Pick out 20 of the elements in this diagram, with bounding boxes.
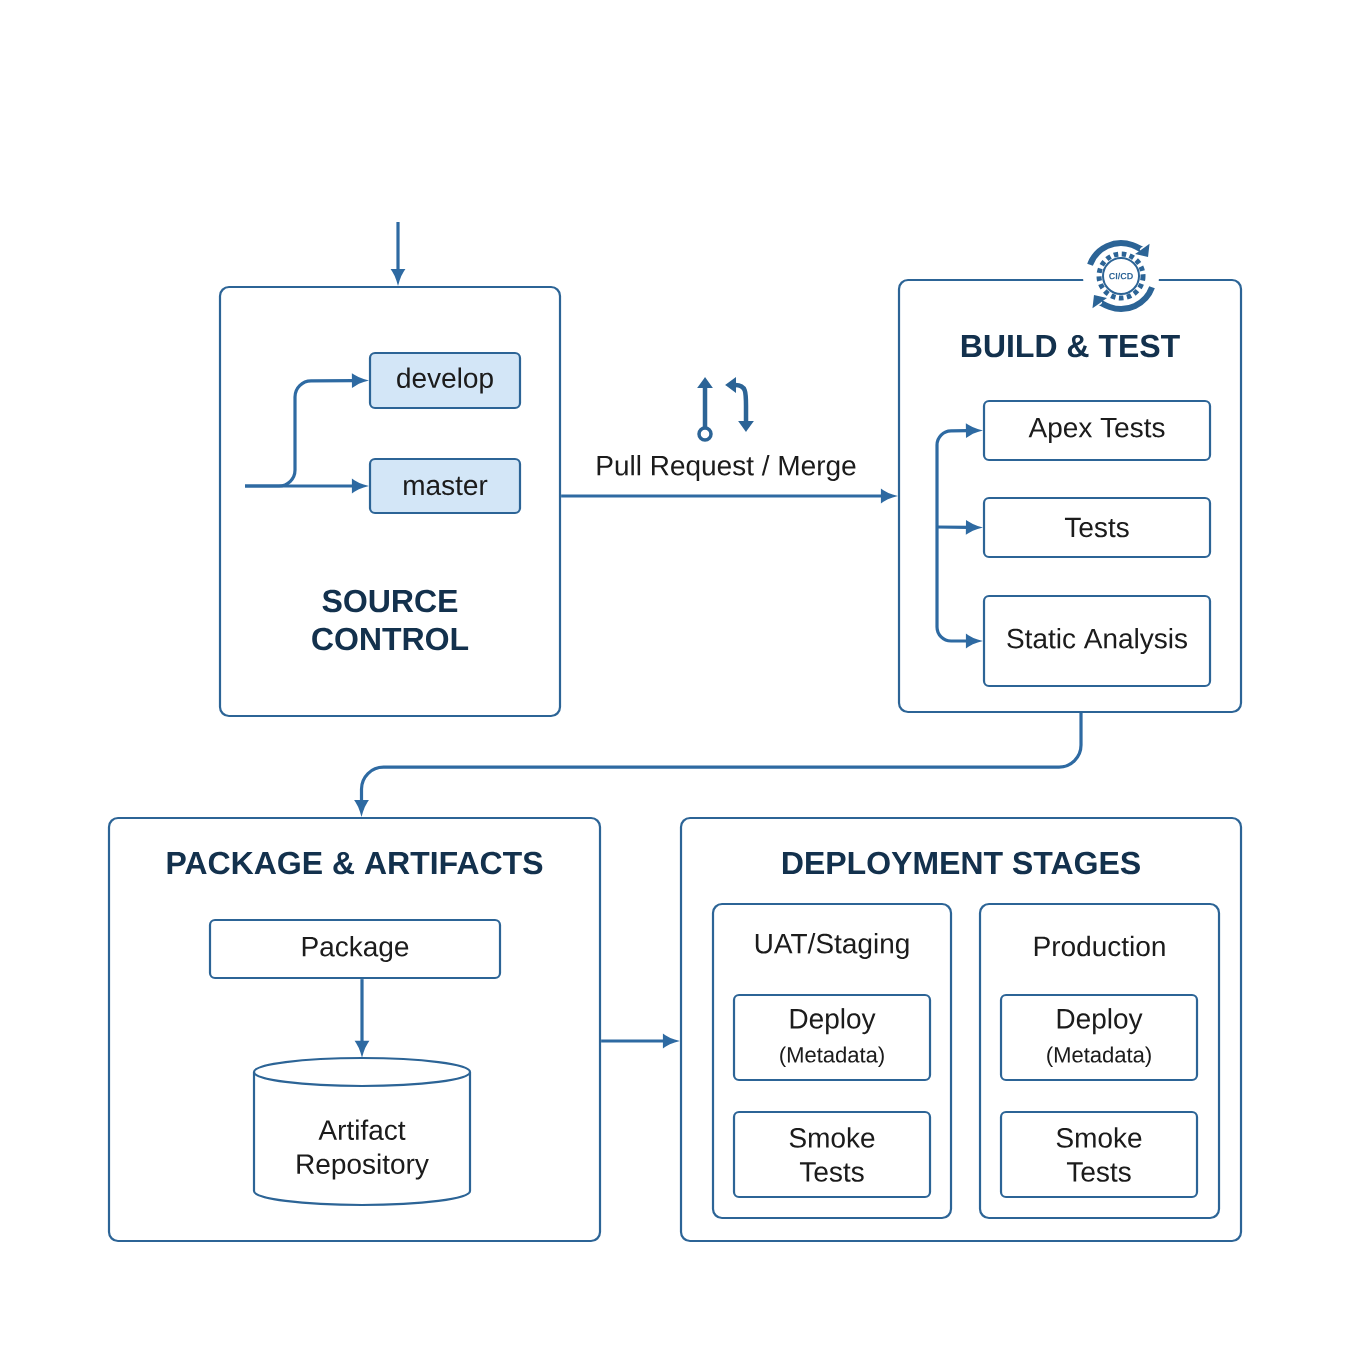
process-box: Static Analysis (982, 594, 1212, 688)
icon-text: CI/CD (1109, 272, 1133, 280)
stage-heading: Production (1034, 935, 1165, 957)
edge-label: Pull Request / Merge (593, 452, 859, 484)
section-heading: PACKAGE & ARTIFACTS (167, 851, 543, 875)
section-heading: SOURCE CONTROL (312, 589, 469, 651)
database-cylinder: Artifact Repository (252, 1056, 472, 1207)
branch-box: master (368, 457, 522, 515)
arrow (355, 979, 369, 1054)
section-heading: DEPLOYMENT STAGES (783, 851, 1140, 875)
process-box: Deploy (Metadata) (732, 993, 932, 1082)
process-box: Deploy (Metadata) (999, 993, 1199, 1082)
process-box: Apex Tests (982, 399, 1212, 462)
stage-heading: UAT/Staging (755, 932, 909, 960)
process-box: Package (208, 918, 502, 980)
process-box: Tests (982, 496, 1212, 559)
section-heading: BUILD & TEST (961, 334, 1180, 358)
process-box: Smoke Tests (999, 1110, 1199, 1199)
branch-box: develop (368, 351, 522, 410)
process-box: Smoke Tests (732, 1110, 932, 1199)
